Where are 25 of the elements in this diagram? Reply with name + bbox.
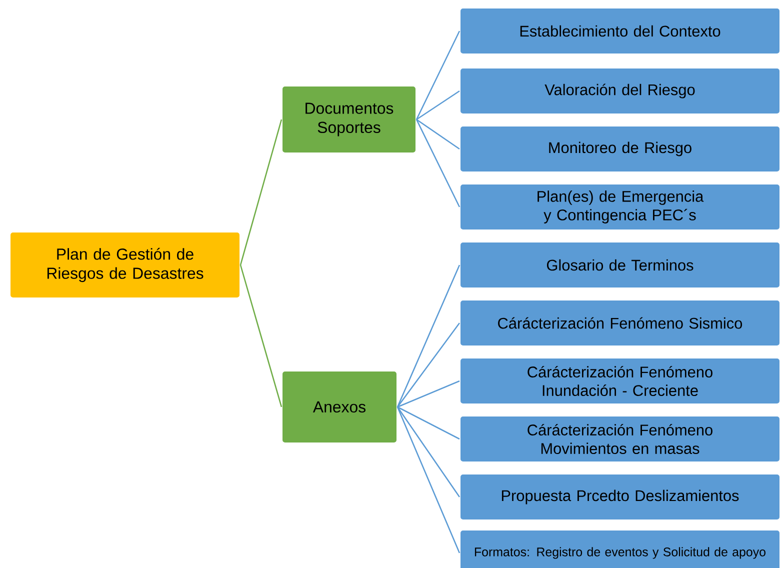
connector-line xyxy=(396,322,460,408)
document-box: Plan(es) de Emergencia y Contingencia PEC´s xyxy=(460,184,780,230)
document-box: Cárácterización Fenómeno Sismico xyxy=(460,300,780,346)
root-box: Plan de Gestión de Riesgos de Desastres xyxy=(10,232,240,298)
document-box: Establecimiento del Contexto xyxy=(460,8,780,54)
connector-line xyxy=(397,406,460,440)
connector-line xyxy=(396,264,460,408)
document-box: Glosario de Terminos xyxy=(460,242,780,288)
document-box: Cárácterización Fenómeno Movimientos en masas xyxy=(460,416,780,462)
connector-line xyxy=(240,119,282,266)
document-box: Propuesta Prcedto Deslizamientos xyxy=(460,474,780,520)
connector-line xyxy=(397,380,460,408)
connector-line xyxy=(416,90,460,120)
document-box: Cárácterización Fenómeno Inundación - Creciente xyxy=(460,358,780,404)
connector-line xyxy=(416,30,460,120)
category-box: Documentos Soportes xyxy=(282,86,416,154)
document-box: Valoración del Riesgo xyxy=(460,68,780,114)
document-box: Monitoreo de Riesgo xyxy=(460,126,780,172)
connector-line xyxy=(396,406,460,554)
connector-line xyxy=(396,406,460,498)
connector-line xyxy=(240,264,282,408)
connector-line xyxy=(416,119,460,208)
connector-line xyxy=(416,118,460,150)
document-box: Formatos: Registro de eventos y Solicitud de apoyo xyxy=(460,530,780,568)
category-box: Anexos xyxy=(282,370,398,444)
